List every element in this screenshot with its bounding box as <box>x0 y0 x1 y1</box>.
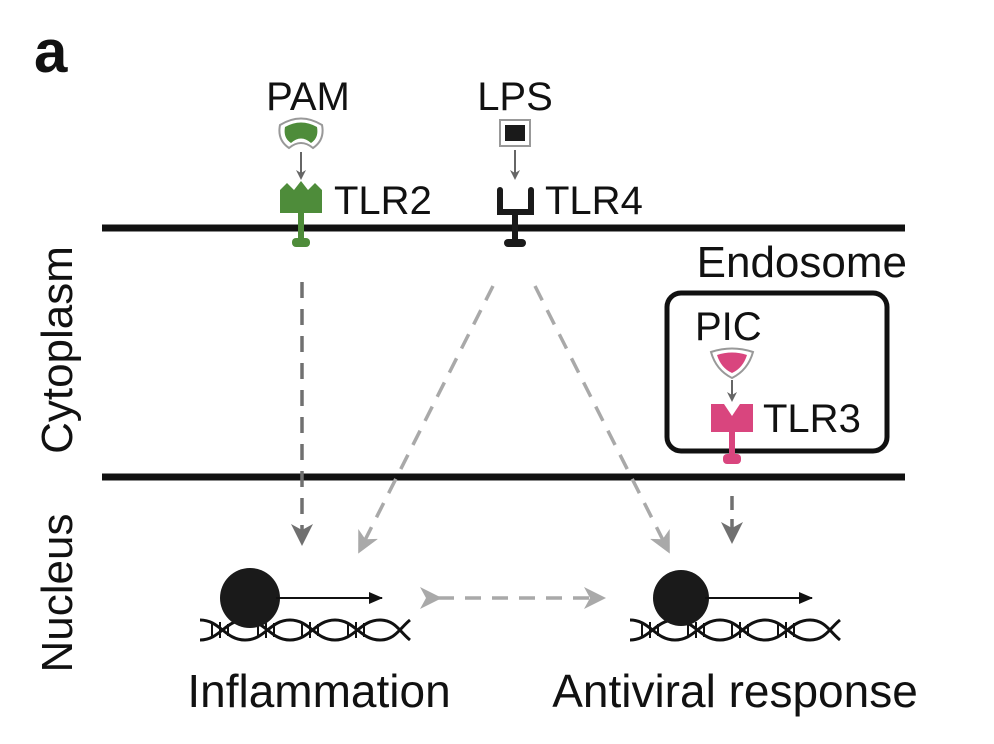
tlr2-receptor-icon <box>280 181 322 247</box>
antiviral-transcription-factor <box>653 570 709 626</box>
lps-ligand-icon <box>499 119 531 147</box>
pic-label: PIC <box>695 305 762 349</box>
tlr4-to-inflammation-arrow <box>358 285 495 554</box>
inflammation-dna-icon <box>199 618 411 642</box>
nucleus-label: Nucleus <box>33 514 82 673</box>
endosome-box <box>664 290 890 454</box>
antiviral-label: Antiviral response <box>552 665 918 717</box>
tlr4-label: TLR4 <box>545 179 643 223</box>
tlr2-label: TLR2 <box>334 179 432 223</box>
inflammation-transcription-factor <box>220 568 280 628</box>
lps-label: LPS <box>477 75 553 119</box>
tlr4-receptor-icon <box>497 187 534 247</box>
cytoplasm-label: Cytoplasm <box>33 246 82 454</box>
pam-ligand-icon <box>278 117 324 150</box>
pic-ligand-icon <box>709 347 755 380</box>
pam-label: PAM <box>266 75 350 119</box>
endosome-label: Endosome <box>697 238 907 287</box>
antiviral-dna-icon <box>629 618 841 642</box>
panel-label: a <box>34 18 68 85</box>
tlr3-receptor-icon <box>711 404 753 464</box>
tlr4-to-antiviral-arrow <box>533 285 670 554</box>
tlr3-label: TLR3 <box>763 397 861 441</box>
inflammation-label: Inflammation <box>187 665 450 717</box>
